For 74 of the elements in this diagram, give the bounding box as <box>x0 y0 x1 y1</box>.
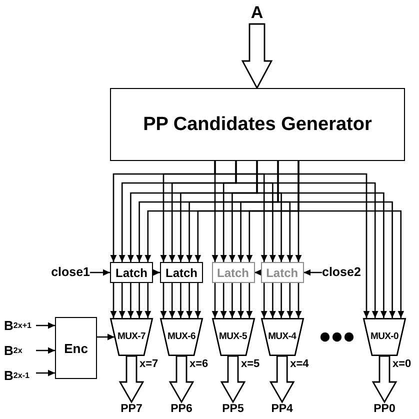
arrow <box>260 283 268 318</box>
block-arrow <box>372 355 398 404</box>
mux-label: MUX-7 <box>117 332 146 342</box>
encoder-label: Enc <box>64 342 88 354</box>
arrow <box>277 161 396 318</box>
arrow <box>194 283 202 318</box>
output-label: PP6 <box>166 402 196 417</box>
mux-trapezoid <box>212 318 254 356</box>
generator-box <box>110 88 405 161</box>
arrow <box>110 283 117 318</box>
arrow <box>118 283 126 318</box>
mux-label: MUX-5 <box>218 332 248 342</box>
input-label: A <box>242 0 272 24</box>
edge-label: x=6 <box>188 359 210 370</box>
mux-label: MUX-0 <box>370 332 399 342</box>
mux-trapezoid <box>160 318 203 356</box>
arrow <box>256 161 387 318</box>
arrow <box>286 283 294 318</box>
arrow <box>178 283 184 318</box>
mux-trapezoid <box>363 318 406 356</box>
arrow <box>97 334 114 340</box>
arrow <box>212 283 218 318</box>
control-label: close1 <box>44 264 90 281</box>
arrow <box>160 283 167 318</box>
arrow <box>136 283 142 318</box>
arrow <box>36 347 55 354</box>
arrow <box>90 269 110 276</box>
generator-label: PP Candidates Generator <box>143 115 372 134</box>
edge-label: x=4 <box>289 359 310 370</box>
latch-label: Latch <box>165 266 198 278</box>
arrow <box>254 269 262 276</box>
encoder-box <box>55 317 97 379</box>
arrow <box>246 283 253 318</box>
latch-box <box>260 262 304 283</box>
latch-box <box>212 262 254 283</box>
block-arrow <box>168 355 194 404</box>
arrow <box>214 161 370 318</box>
edge-label: x=5 <box>240 359 261 370</box>
arrow <box>238 283 244 318</box>
arrow <box>36 370 55 376</box>
mux-trapezoid <box>260 318 304 356</box>
latch-label: Latch <box>266 266 298 278</box>
output-label: PP5 <box>218 402 248 417</box>
mux-label: MUX-6 <box>167 332 196 342</box>
output-label: PP4 <box>267 402 298 417</box>
control-label: close2 <box>322 264 368 281</box>
block-arrow <box>269 355 295 404</box>
edge-label: x=0 <box>392 359 412 370</box>
arrow <box>298 161 404 318</box>
arrow <box>144 283 152 318</box>
edge-label: x=7 <box>138 359 160 370</box>
latch-label: Latch <box>115 266 148 278</box>
arrow <box>128 283 134 318</box>
output-label: PP0 <box>370 402 400 417</box>
block-arrow <box>241 23 273 90</box>
output-label: PP7 <box>116 402 146 417</box>
arrow <box>153 269 160 276</box>
mux-label: MUX-4 <box>268 332 296 342</box>
arrow <box>278 283 284 318</box>
latch-label: Latch <box>216 266 249 278</box>
arrow <box>270 283 276 318</box>
arrow <box>295 283 302 318</box>
arrow <box>36 322 55 329</box>
arrow <box>168 283 176 318</box>
arrow <box>229 283 236 318</box>
arrow <box>220 283 227 318</box>
arrow <box>186 283 192 318</box>
latch-box <box>160 262 203 283</box>
block-arrow <box>220 355 246 404</box>
latch-box <box>110 262 153 283</box>
mux-trapezoid <box>110 318 153 356</box>
block-arrow <box>118 355 144 404</box>
arrow <box>235 161 378 318</box>
arrow <box>304 269 322 276</box>
